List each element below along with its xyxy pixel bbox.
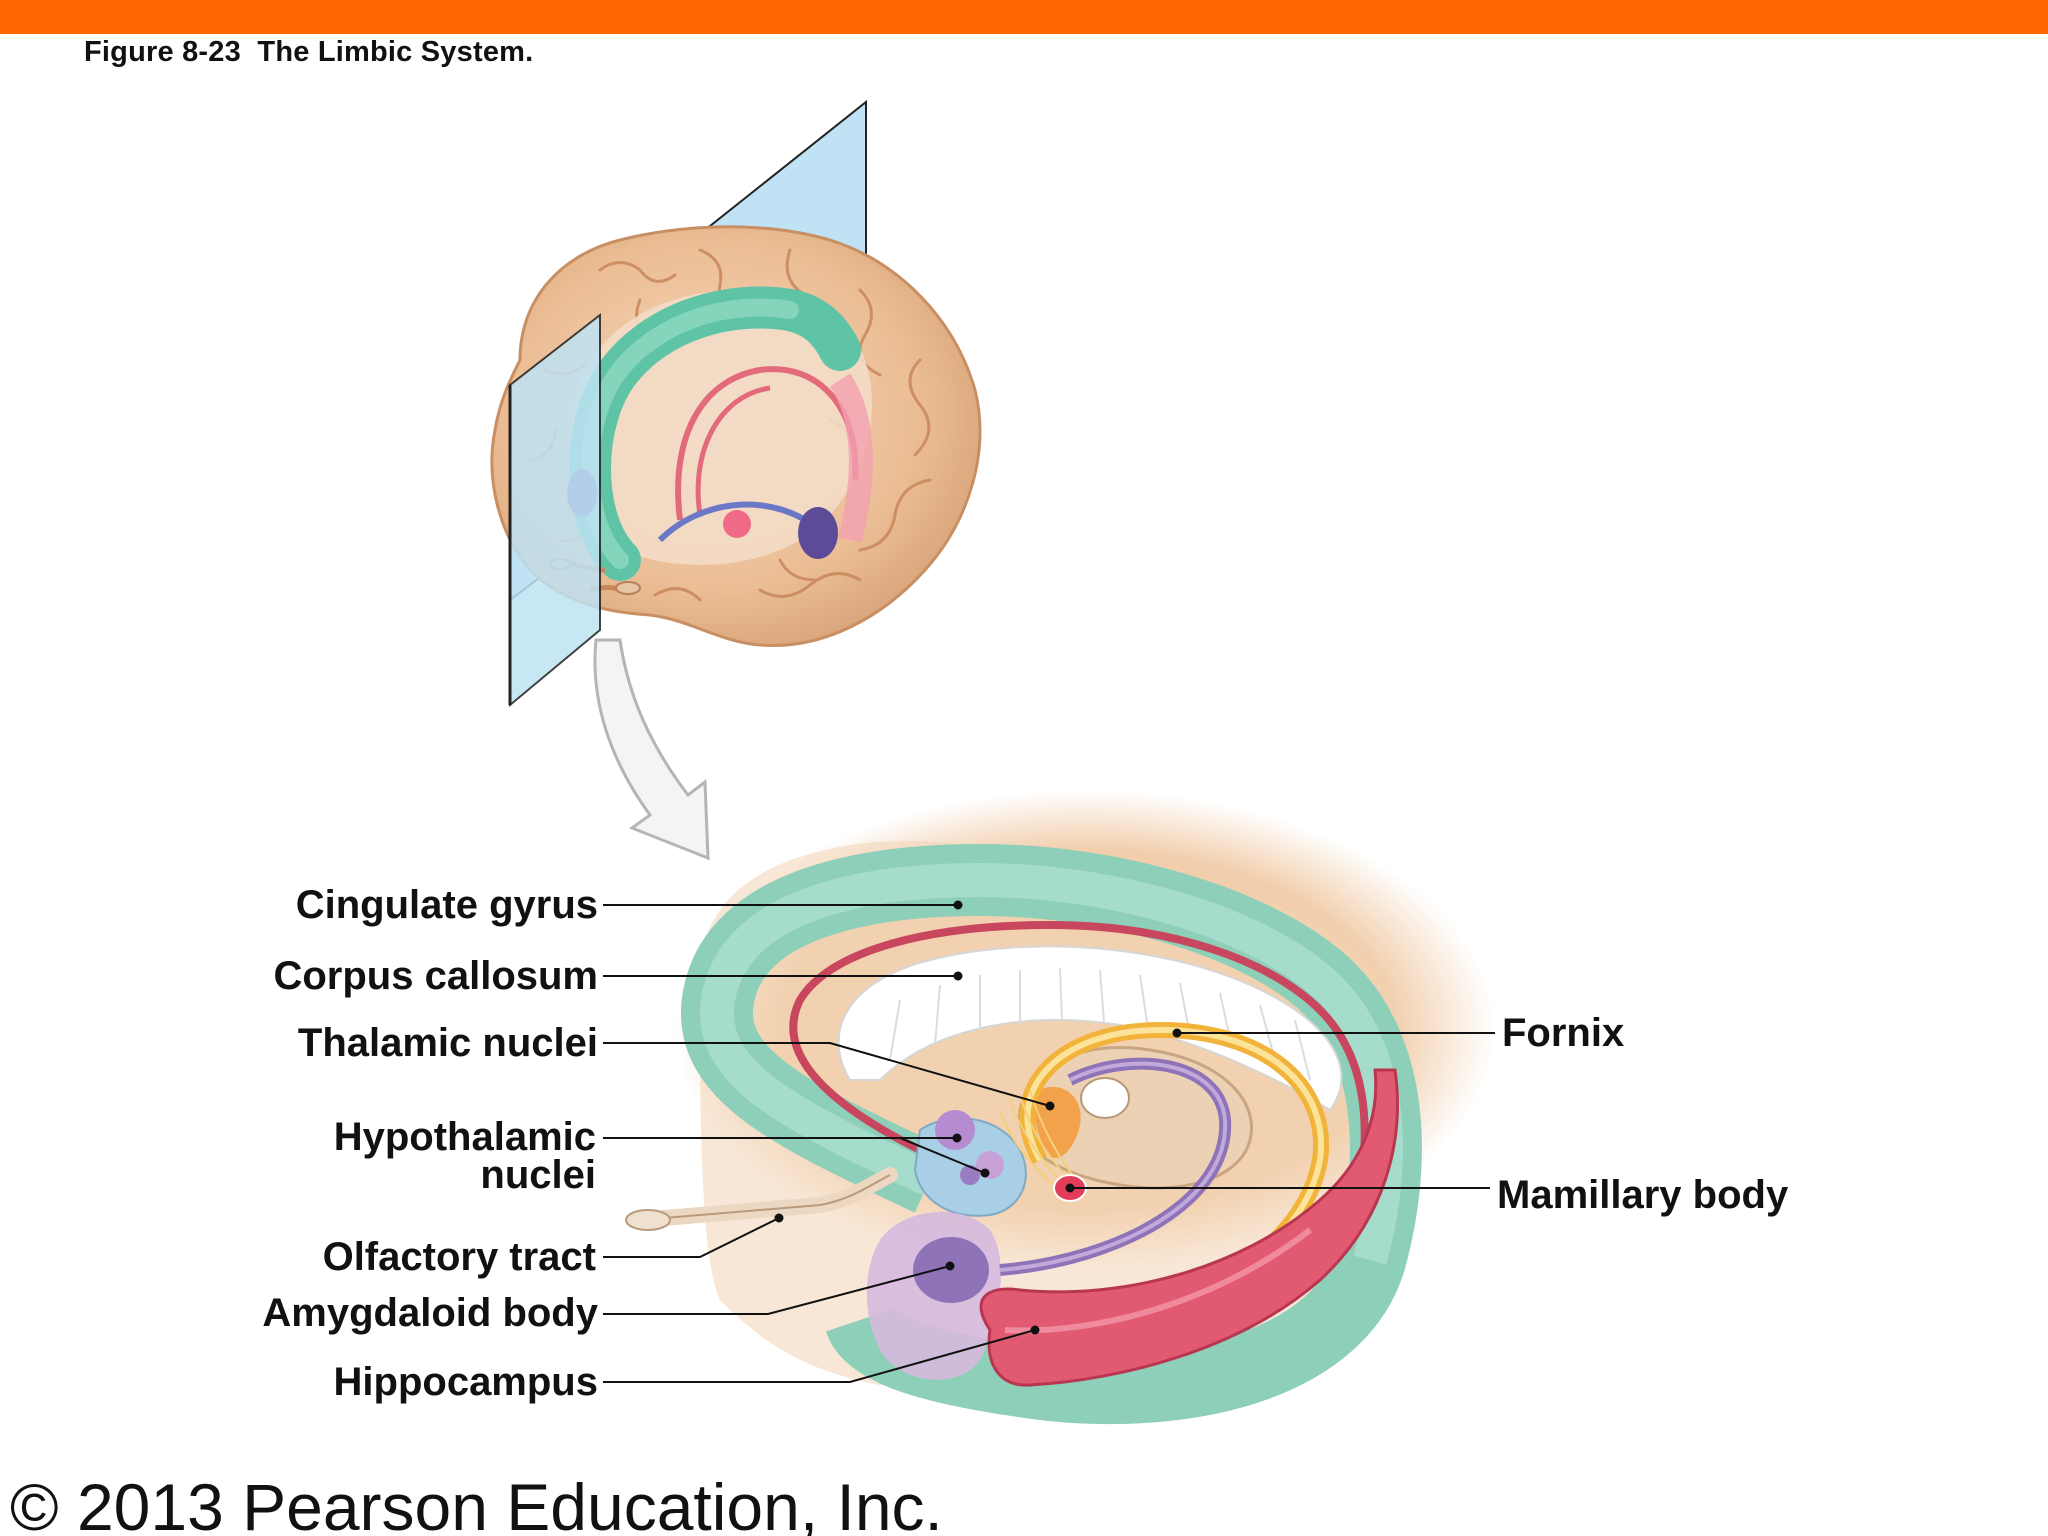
hippocampus	[979, 1068, 1399, 1387]
leader-amygdaloid-body	[603, 1265, 951, 1315]
top-accent-bar	[0, 0, 2048, 34]
corpus-callosum	[837, 945, 1343, 1112]
label-corpus-callosum: Corpus callosum	[273, 954, 598, 998]
pink-nucleus	[723, 510, 751, 538]
figure-caption: Figure 8-23 The Limbic System.	[84, 36, 534, 68]
label-cingulate-gyrus: Cingulate gyrus	[295, 883, 598, 927]
leader-hypothalamic-nuclei-2	[899, 1137, 986, 1174]
label-hippocampus: Hippocampus	[333, 1360, 598, 1404]
purple-nucleus-right	[798, 507, 838, 559]
olfactory-bulb	[625, 1209, 671, 1231]
leader-olfactory-tract	[603, 1217, 780, 1258]
section-plane-front	[509, 312, 601, 708]
zoom-arrow-icon	[593, 638, 710, 861]
leader-hippocampus	[603, 1329, 1036, 1383]
whole-brain-view	[490, 99, 982, 708]
label-olfactory-tract: Olfactory tract	[322, 1235, 596, 1279]
label-hypothalamic-nuclei-line1: Hypothalamic	[333, 1115, 596, 1159]
leader-thalamic-nuclei	[603, 1042, 1051, 1107]
label-hypothalamic-nuclei-line2: nuclei	[480, 1153, 596, 1197]
limbic-detail-view	[625, 790, 1495, 1425]
label-mamillary-body: Mamillary body	[1497, 1173, 1789, 1217]
copyright-notice: © 2013 Pearson Education, Inc.	[10, 1470, 943, 1536]
leader-lines	[603, 900, 1495, 1383]
label-amygdaloid-body: Amygdaloid body	[262, 1291, 598, 1335]
label-thalamic-nuclei: Thalamic nuclei	[297, 1021, 598, 1065]
label-fornix: Fornix	[1502, 1011, 1625, 1055]
